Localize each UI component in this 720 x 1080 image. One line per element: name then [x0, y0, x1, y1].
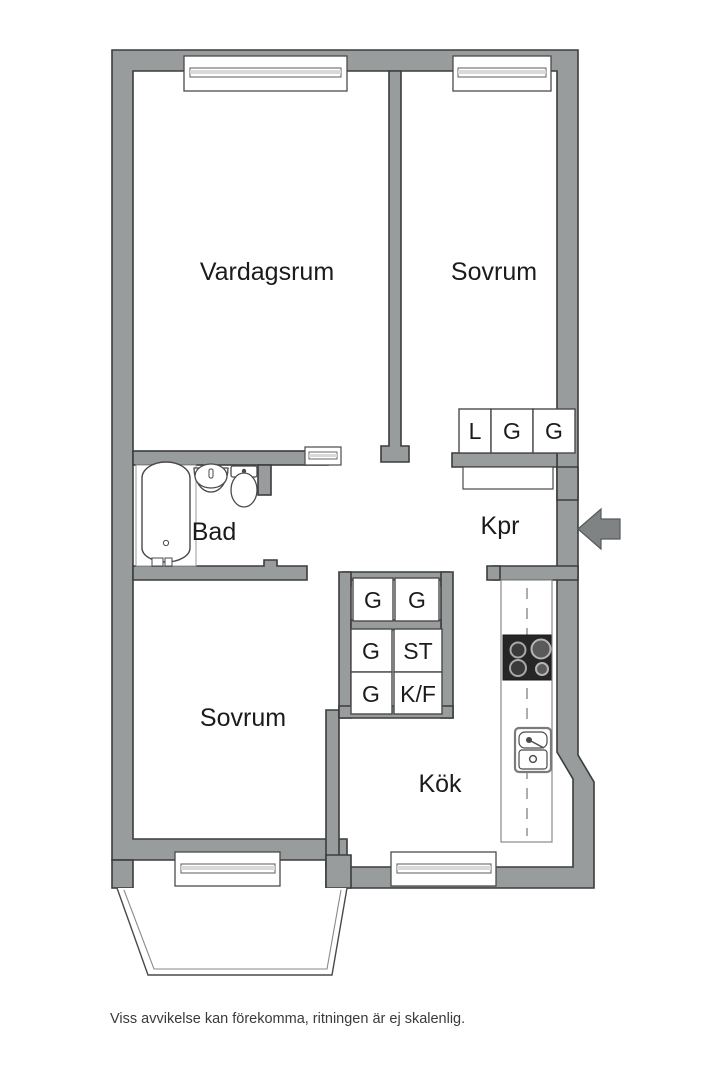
bathroom-fixtures: [135, 461, 258, 567]
balcony-outline: [116, 887, 348, 976]
wall-kpr-top: [451, 452, 558, 468]
wardrobe-cell-2: [532, 408, 576, 454]
room-label-sovrum-bottom: Sovrum: [200, 704, 286, 732]
plan-caption: Viss avvikelse kan förekomma, ritningen …: [110, 1011, 465, 1027]
wardrobe-cell-1: [490, 408, 534, 454]
wall-kok-storage-right: [440, 571, 454, 719]
kpr-closet-door: [462, 466, 554, 490]
room-label-bad: Bad: [192, 518, 236, 546]
window-kok: [390, 851, 497, 887]
wall-kok-top: [492, 565, 579, 581]
room-label-kok: Kök: [418, 770, 462, 798]
wardrobe-label-2: G: [545, 418, 563, 444]
window-sovrum-top: [452, 55, 552, 92]
storage-cell-4: [350, 671, 393, 715]
kitchen-sink-fixture: [513, 726, 553, 774]
kok-storage: G G G ST G K/F: [350, 577, 443, 715]
bathtub-fixture: [135, 461, 197, 567]
wall-kok-lower-stub: [325, 854, 352, 889]
wall-bad-bottom: [132, 559, 308, 581]
wall-kok-storage-left: [338, 571, 352, 719]
wall-divider-vardagsrum-sovrum: [380, 70, 410, 463]
storage-label-5: K/F: [400, 681, 436, 707]
entrance-arrow: [577, 507, 621, 551]
wall-divider-kok-sovrum: [325, 709, 340, 868]
window-bad: [304, 446, 342, 466]
wardrobe-label-1: G: [503, 418, 521, 444]
washbasin-fixture: [193, 463, 229, 493]
room-label-kpr: Kpr: [481, 512, 520, 540]
room-label-sovrum-top: Sovrum: [451, 258, 537, 286]
storage-label-1: G: [408, 587, 426, 613]
kitchen-counter-group: [500, 579, 553, 843]
storage-label-0: G: [364, 587, 382, 613]
wall-left-lower: [111, 859, 134, 889]
storage-cell-2: [350, 628, 393, 673]
windows-group: [174, 55, 554, 887]
storage-cell-5: [393, 671, 443, 715]
storage-cell-3: [393, 628, 443, 673]
room-label-vardagsrum: Vardagsrum: [200, 258, 334, 286]
toilet-fixture: [230, 465, 258, 508]
room-labels: Vardagsrum Sovrum Bad Kpr Sovrum Kök: [192, 258, 537, 798]
window-sovrum-bottom: [174, 851, 281, 887]
sovrum-wardrobe: L G G: [458, 408, 576, 454]
wall-kok-counter-left: [486, 565, 501, 581]
storage-label-4: G: [362, 681, 380, 707]
wardrobe-label-0: L: [469, 418, 482, 444]
window-vardagsrum-top: [183, 55, 348, 92]
wall-entry-jamb-upper: [556, 466, 579, 501]
storage-cell-1: [394, 577, 440, 622]
storage-label-3: ST: [403, 638, 432, 664]
storage-label-2: G: [362, 638, 380, 664]
wall-bad-right: [257, 464, 272, 496]
stove-fixture: [502, 634, 552, 681]
storage-cell-0: [352, 577, 394, 622]
